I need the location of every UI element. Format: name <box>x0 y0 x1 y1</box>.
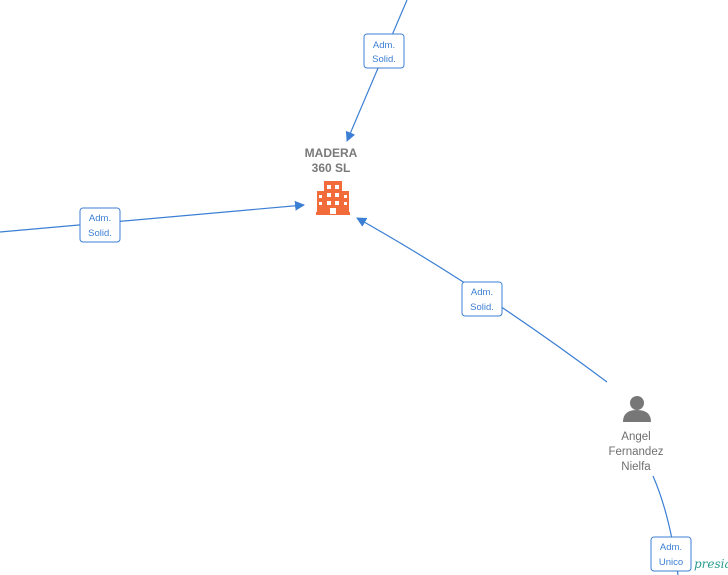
edge-label-line2: Solid. <box>470 302 494 313</box>
edge-top-to-company <box>345 0 408 142</box>
watermark: presia <box>694 557 728 571</box>
edge-left-to-company <box>0 200 305 233</box>
edge-label-line2: Solid. <box>88 228 112 239</box>
edge-label-line1: Adm. <box>660 542 682 553</box>
edge-label-bottom[interactable]: Adm. Unico <box>650 536 692 572</box>
edge-label-line1: Adm. <box>471 287 493 298</box>
edge-label-left[interactable]: Adm. Solid. <box>79 207 121 243</box>
person-name-line3: Nielfa <box>621 461 651 473</box>
person-name-line1: Angel <box>621 431 650 443</box>
company-name-line2: 360 SL <box>312 161 351 175</box>
company-name-line1: MADERA <box>305 146 358 160</box>
person-node[interactable]: Angel Fernandez Nielfa <box>609 396 664 473</box>
company-node[interactable]: MADERA 360 SL <box>305 146 358 215</box>
edge-label-person[interactable]: Adm. Solid. <box>461 281 503 317</box>
edge-label-line1: Adm. <box>89 213 111 224</box>
edge-label-top[interactable]: Adm. Solid. <box>363 33 405 69</box>
edge-label-line1: Adm. <box>373 40 395 51</box>
edge-label-line2: Unico <box>659 557 683 568</box>
person-icon <box>623 396 651 422</box>
person-name-line2: Fernandez <box>609 446 664 458</box>
edge-label-line2: Solid. <box>372 54 396 65</box>
building-icon <box>316 181 350 215</box>
